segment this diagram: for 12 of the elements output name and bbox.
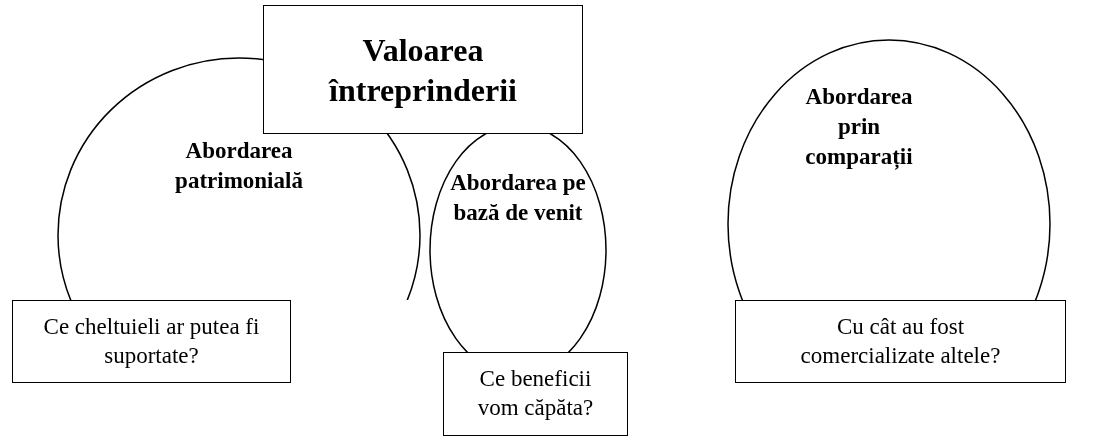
dome-shape bbox=[428, 134, 608, 352]
question-box bbox=[12, 300, 291, 383]
dome-label: Abordarea patrimonială bbox=[174, 137, 304, 195]
dome-shape bbox=[726, 38, 1052, 300]
title-text: Valoarea întreprinderii bbox=[327, 30, 518, 110]
dome-label: Abordarea prin comparații bbox=[804, 83, 914, 172]
dome-label: Abordarea pe bază de venit bbox=[449, 169, 587, 227]
question-text: Ce cheltuieli ar putea fi suportate? bbox=[42, 312, 261, 370]
question-text: Ce beneficii vom căpăta? bbox=[476, 365, 595, 422]
title-box bbox=[263, 5, 583, 134]
question-text: Cu cât au fost comercializate altele? bbox=[799, 312, 1002, 370]
question-box bbox=[443, 352, 628, 436]
